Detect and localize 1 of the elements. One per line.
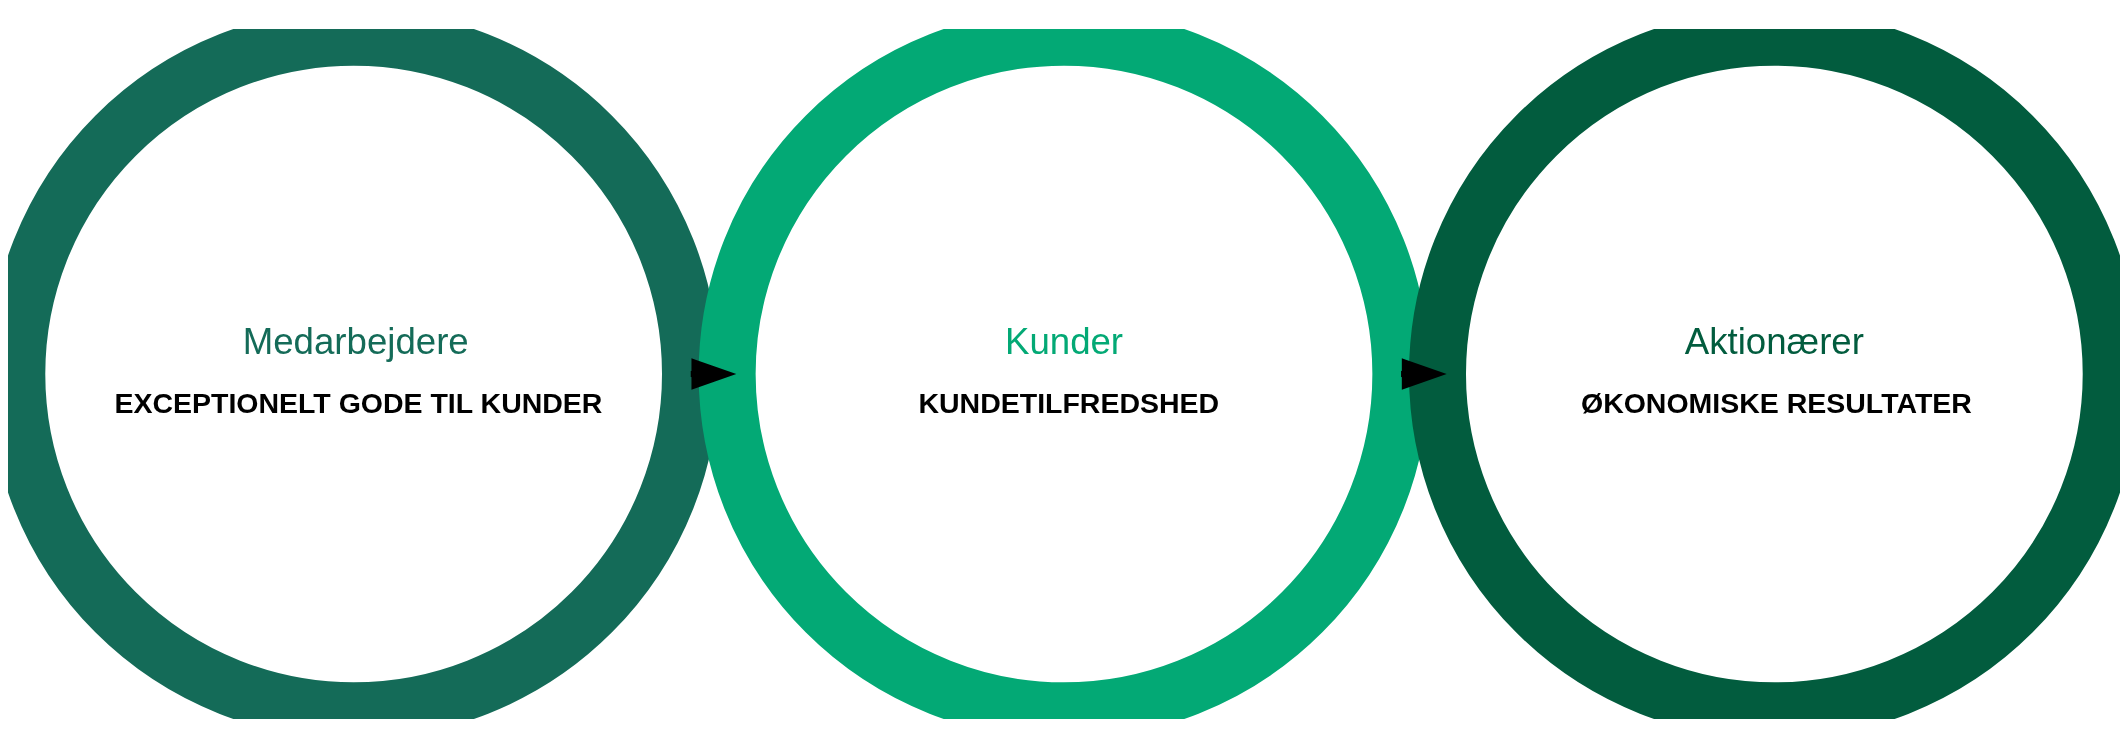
node-circle: Aktionærer ØKONOMISKE RESULTATER (1409, 28, 2120, 719)
